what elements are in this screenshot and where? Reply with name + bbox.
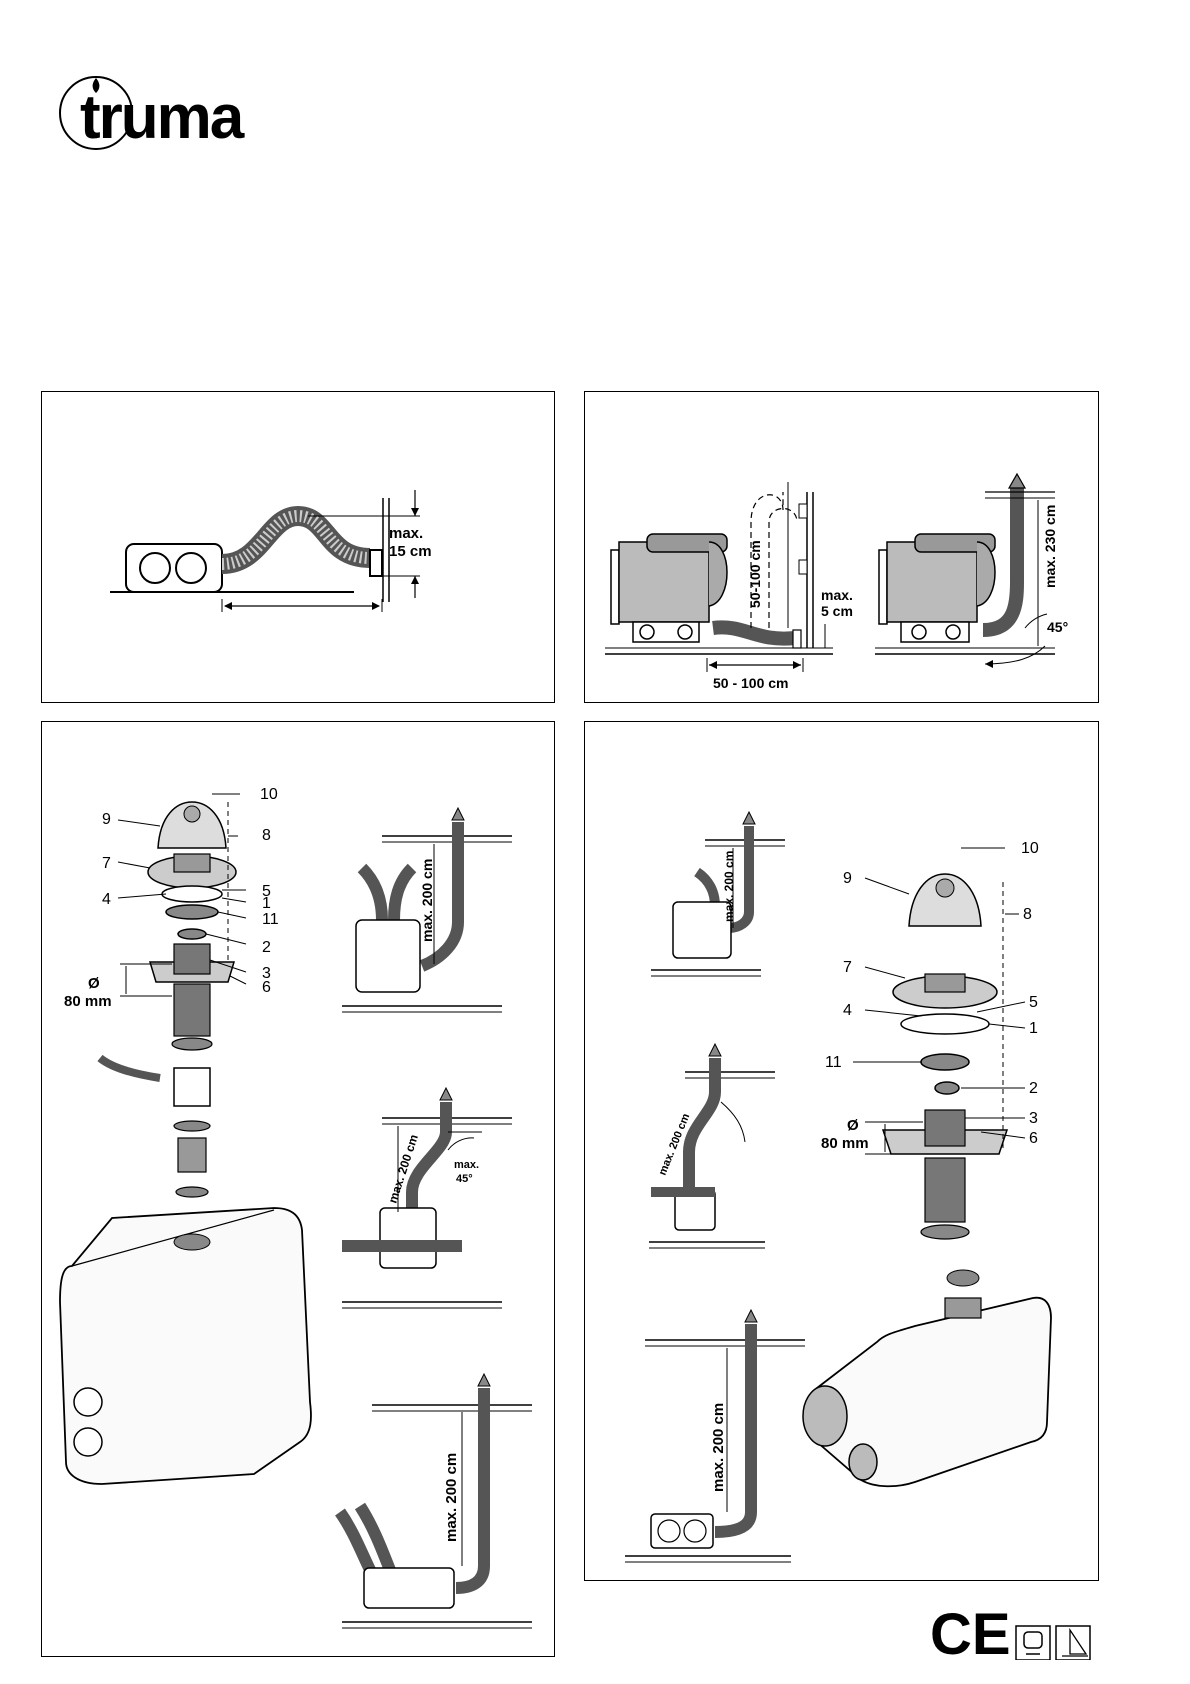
diameter-symbol: Ø bbox=[88, 975, 100, 992]
part-number-4: 4 bbox=[102, 891, 111, 908]
dim-max-label: max. bbox=[821, 587, 853, 603]
adapter-part-3 bbox=[925, 1110, 965, 1146]
diameter-80mm: 80 mm bbox=[821, 1135, 869, 1152]
truma-logo: truma bbox=[56, 72, 336, 152]
part-number-4: 4 bbox=[843, 1002, 852, 1019]
figure-panel-2: 50-100 cm max. 5 cm 50 - 100 cm max. 230… bbox=[584, 391, 1099, 703]
exhaust-hose bbox=[222, 516, 370, 564]
figure-panel-3: 10 9 8 7 5 4 1 11 2 3 6 Ø 80 mm max. 200… bbox=[41, 721, 555, 1657]
dim-a-max-200: max. 200 cm bbox=[419, 859, 435, 942]
dim-b-max-label: max. bbox=[454, 1159, 479, 1171]
part-number-11: 11 bbox=[262, 911, 279, 928]
clamp-part-11 bbox=[166, 905, 218, 919]
dim-b-45-label: 45° bbox=[456, 1173, 473, 1185]
part-number-1: 1 bbox=[1029, 1020, 1038, 1037]
certification-marks: CE bbox=[930, 1600, 1100, 1660]
dim-a-max-200: max. 200 cm bbox=[722, 851, 736, 922]
hose-routing-diagram: max. 15 cm bbox=[42, 392, 556, 704]
roof-cowl bbox=[1009, 474, 1025, 488]
part-number-7: 7 bbox=[102, 855, 111, 872]
exploded-parts-diagram: 10 9 8 7 5 4 1 11 2 3 6 Ø 80 mm max. 200… bbox=[42, 722, 556, 1658]
dim-c-max-200: max. 200 cm bbox=[443, 1453, 460, 1542]
adapter-part-3 bbox=[174, 944, 210, 974]
dim-label-max: max. bbox=[389, 525, 423, 542]
installation-variants-diagram: 50-100 cm max. 5 cm 50 - 100 cm max. 230… bbox=[585, 392, 1100, 704]
clamp-part-2 bbox=[178, 929, 206, 939]
dim-50-100-horizontal: 50 - 100 cm bbox=[713, 675, 789, 691]
dim-c-max-200: max. 200 cm bbox=[710, 1403, 727, 1492]
figure-panel-4: max. 200 cm max. 200 cm max. 200 cm bbox=[584, 721, 1099, 1581]
part-number-10: 10 bbox=[1021, 840, 1039, 857]
diameter-symbol: Ø bbox=[847, 1117, 859, 1134]
alternative-installation-diagram: max. 200 cm max. 200 cm max. 200 cm bbox=[585, 722, 1100, 1582]
dim-max-230cm: max. 230 cm bbox=[1042, 505, 1058, 588]
angle-45-label: 45° bbox=[1047, 619, 1068, 635]
heater-unit-right bbox=[887, 542, 977, 622]
device-approval-icon bbox=[1016, 1626, 1050, 1660]
exhaust-hose-left bbox=[713, 627, 795, 638]
part-number-8: 8 bbox=[1023, 906, 1032, 923]
logo-wordmark: truma bbox=[80, 83, 245, 152]
part-number-7: 7 bbox=[843, 959, 852, 976]
part-number-1: 1 bbox=[262, 895, 271, 912]
heater-unit-left bbox=[619, 542, 709, 622]
part-number-11: 11 bbox=[825, 1054, 842, 1071]
part-number-9: 9 bbox=[102, 811, 111, 828]
part-number-9: 9 bbox=[843, 870, 852, 887]
dim-5cm-label: 5 cm bbox=[821, 603, 853, 619]
part-number-10: 10 bbox=[260, 786, 278, 803]
clamp-part-2 bbox=[935, 1082, 959, 1094]
clamp-part-11 bbox=[921, 1054, 969, 1070]
dim-label-15cm: 15 cm bbox=[389, 543, 432, 560]
ce-mark: CE bbox=[930, 1602, 1011, 1660]
part-number-5: 5 bbox=[1029, 994, 1038, 1011]
diameter-80mm: 80 mm bbox=[64, 993, 112, 1010]
heater-body bbox=[808, 1298, 1051, 1487]
sailing-approval-icon bbox=[1056, 1626, 1090, 1660]
figure-panel-1: max. 15 cm bbox=[41, 391, 555, 703]
part-number-3: 3 bbox=[1029, 1110, 1038, 1127]
part-number-2: 2 bbox=[262, 939, 271, 956]
part-number-2: 2 bbox=[1029, 1080, 1038, 1097]
part-number-6: 6 bbox=[1029, 1130, 1038, 1147]
part-number-8: 8 bbox=[262, 827, 271, 844]
part-number-6: 6 bbox=[262, 979, 271, 996]
dim-50-100-vertical: 50-100 cm bbox=[747, 540, 763, 608]
